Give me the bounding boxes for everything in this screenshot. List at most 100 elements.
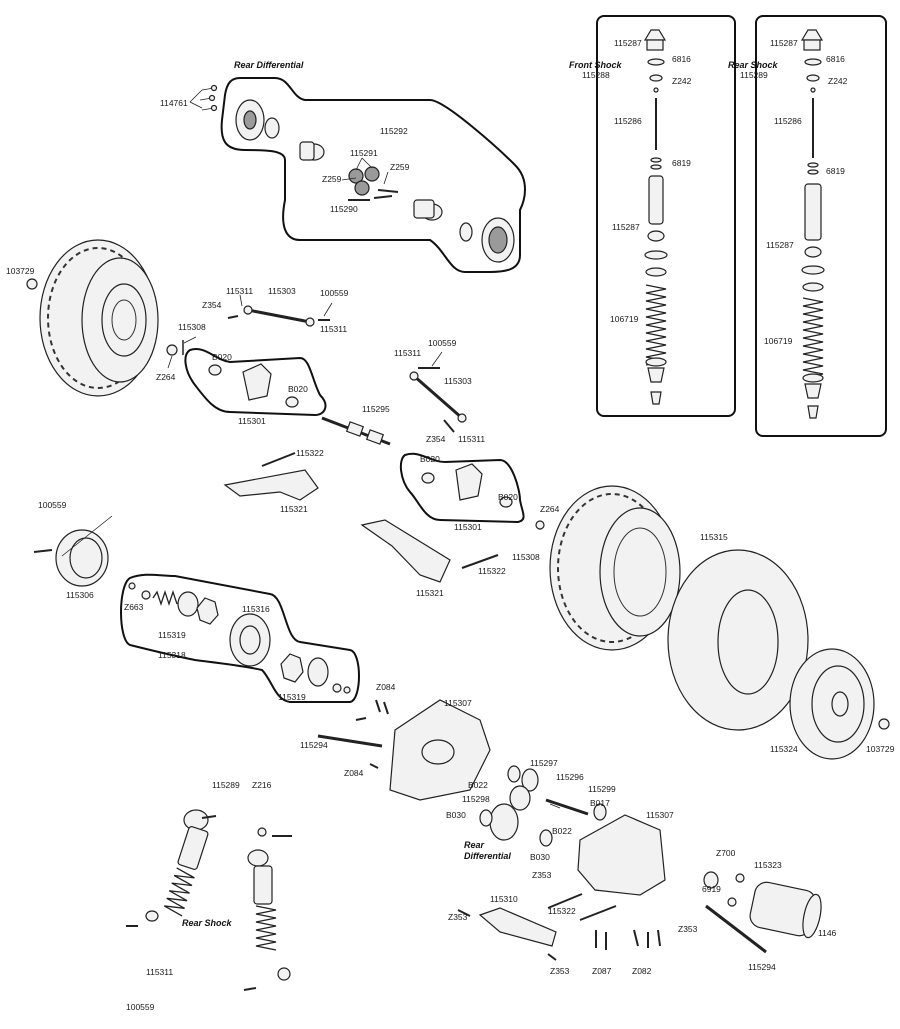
lower-arm-left xyxy=(223,452,319,501)
label-z082: Z082 xyxy=(632,966,652,976)
label-fs-115286: 115286 xyxy=(614,116,642,126)
label-z353-b: Z353 xyxy=(448,912,468,922)
label-115316: 115316 xyxy=(242,604,270,614)
label-1146: 1146 xyxy=(818,928,837,938)
label-115311-a: 115311 xyxy=(226,286,253,296)
label-115303-b: 115303 xyxy=(444,376,472,386)
label-115307-b: 115307 xyxy=(646,810,674,820)
label-114761: 114761 xyxy=(160,98,188,108)
front-shock-parts xyxy=(643,29,668,405)
label-b020-a: B020 xyxy=(212,352,232,362)
label-z700: Z700 xyxy=(716,848,736,858)
tire-insert-115315 xyxy=(667,549,809,731)
rear-shock-right-bottom xyxy=(247,849,291,981)
label-z354-b: Z354 xyxy=(426,434,446,444)
label-fs-z242: Z242 xyxy=(672,76,692,86)
nut-103729-left xyxy=(26,278,38,290)
label-115323: 115323 xyxy=(754,860,782,870)
label-115315: 115315 xyxy=(700,532,728,542)
gearbox-housing-115307-right xyxy=(577,814,666,896)
label-115311-b: 115311 xyxy=(320,324,347,334)
label-115301-b: 115301 xyxy=(454,522,482,532)
label-115308-a: 115308 xyxy=(178,322,206,332)
label-rs-115287-b: 115287 xyxy=(766,240,794,250)
label-115289-a: 115289 xyxy=(212,780,240,790)
label-fs-115288: 115288 xyxy=(582,70,610,80)
label-z354-a: Z354 xyxy=(202,300,222,310)
part-labels: Rear Differential 114761 115292 115291 Z… xyxy=(6,38,895,1012)
pins-115322 xyxy=(547,893,617,921)
label-b017: B017 xyxy=(590,798,610,808)
rear-diff-parts-top xyxy=(235,99,515,263)
label-115298: 115298 xyxy=(462,794,490,804)
skid-plate-115310 xyxy=(478,907,557,947)
label-rs-6816: 6816 xyxy=(826,54,845,64)
label-z264-a: Z264 xyxy=(156,372,176,382)
screws-z084 xyxy=(355,699,389,769)
motor-mount-115306 xyxy=(33,529,109,587)
label-b020-d: B020 xyxy=(498,492,518,502)
label-z259-a: Z259 xyxy=(390,162,410,172)
leader-lines xyxy=(61,89,561,809)
left-hub-group-outline xyxy=(184,348,327,417)
label-b020-c: B020 xyxy=(420,454,440,464)
label-115322-c: 115322 xyxy=(548,906,576,916)
label-115319-b: 115319 xyxy=(278,692,306,702)
slipper-clutch-group-outline xyxy=(120,573,360,703)
label-100559-b: 100559 xyxy=(428,338,457,348)
left-hub-parts xyxy=(208,363,299,408)
label-115311-e: 115311 xyxy=(146,967,173,977)
label-rear-differential-top: Rear Differential xyxy=(234,60,304,70)
diff-gears-bottom xyxy=(479,765,607,847)
label-115299: 115299 xyxy=(588,784,616,794)
label-100559-c: 100559 xyxy=(38,500,67,510)
gearbox-housing-115307-left xyxy=(389,699,491,801)
label-z663: Z663 xyxy=(124,602,144,612)
label-115306: 115306 xyxy=(66,590,94,600)
label-rear-shock-bottom: Rear Shock xyxy=(182,918,233,928)
label-rs-106719: 106719 xyxy=(764,336,793,346)
right-hub-parts xyxy=(421,463,545,530)
label-115318: 115318 xyxy=(158,650,186,660)
left-front-tire xyxy=(39,239,159,397)
label-115310: 115310 xyxy=(490,894,518,904)
rear-shock-inset-box xyxy=(755,15,887,437)
lower-arm-right xyxy=(360,519,499,583)
label-6919: 6919 xyxy=(702,884,721,894)
label-fs-106719: 106719 xyxy=(610,314,639,324)
rear-shock-hardware xyxy=(126,815,292,991)
label-115311-c: 115311 xyxy=(394,348,421,358)
axle-115295 xyxy=(321,416,391,446)
label-115303-a: 115303 xyxy=(268,286,296,296)
label-115308-b: 115308 xyxy=(512,552,540,562)
label-rs-115287-a: 115287 xyxy=(770,38,798,48)
label-115296: 115296 xyxy=(556,772,584,782)
label-rs-z242: Z242 xyxy=(828,76,848,86)
label-115321-a: 115321 xyxy=(280,504,308,514)
label-rs-115286: 115286 xyxy=(774,116,802,126)
label-115319-a: 115319 xyxy=(158,630,186,640)
label-b022-a: B022 xyxy=(468,780,488,790)
axle-115294-left xyxy=(317,734,383,748)
label-100559-a: 100559 xyxy=(320,288,349,298)
slipper-parts xyxy=(128,582,351,694)
rear-shock-left-bottom xyxy=(145,809,209,922)
label-115297: 115297 xyxy=(530,758,558,768)
right-hub-group-outline xyxy=(399,452,525,524)
label-z084-a: Z084 xyxy=(376,682,396,692)
label-115322-a: 115322 xyxy=(296,448,324,458)
label-115294-b: 115294 xyxy=(748,962,776,972)
motor-1146 xyxy=(703,871,822,954)
label-z353-a: Z353 xyxy=(532,870,552,880)
label-z353-c: Z353 xyxy=(678,924,698,934)
label-115324: 115324 xyxy=(770,744,798,754)
label-z087: Z087 xyxy=(592,966,612,976)
label-z264-b: Z264 xyxy=(540,504,560,514)
label-rear-shock-top: Rear Shock xyxy=(728,60,779,70)
label-115322-b: 115322 xyxy=(478,566,506,576)
label-b030-a: B030 xyxy=(446,810,466,820)
label-z216: Z216 xyxy=(252,780,272,790)
label-115291: 115291 xyxy=(350,148,378,158)
